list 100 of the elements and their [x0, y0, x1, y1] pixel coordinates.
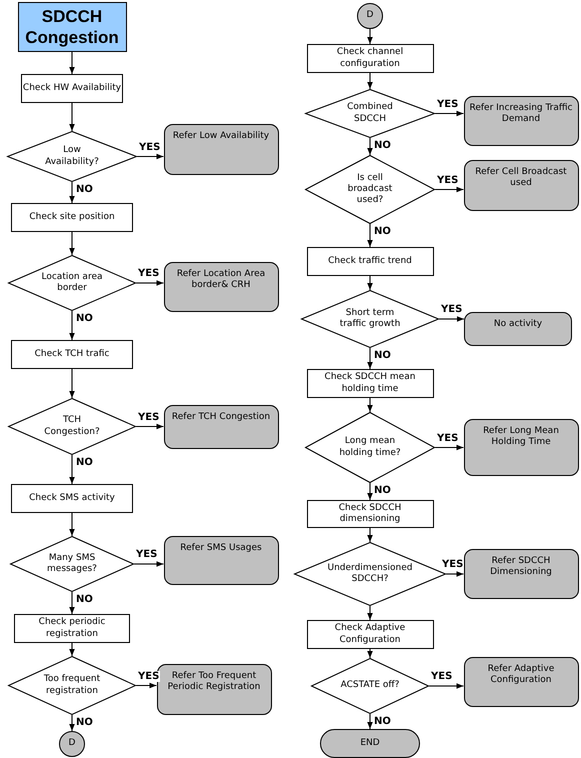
arrow [367, 648, 373, 658]
arrow [434, 186, 464, 192]
process-box [306, 369, 434, 398]
arrow [367, 28, 373, 44]
arrow [136, 682, 157, 688]
process-box [11, 484, 133, 513]
node-text: Check SDCCH mean holding time [324, 372, 416, 395]
arrow [446, 571, 464, 577]
decision-text: Long mean holding time? [338, 436, 402, 459]
result-box [464, 312, 572, 346]
arrow [367, 528, 373, 542]
node-text: Refer Adaptive Configuration [486, 664, 556, 686]
decision-text: Too frequent registration [42, 674, 102, 697]
result-box [464, 160, 578, 211]
node-text: Refer Long Mean Holding Time [482, 426, 560, 448]
arrow [134, 561, 164, 567]
node-text: Refer TCH Congestion [172, 412, 270, 424]
edge-label: YES [436, 98, 460, 110]
edge-label: NO [373, 716, 392, 727]
node-text: Refer SDCCH Dimensioning [489, 556, 553, 578]
edge-label: YES [138, 142, 162, 152]
node-text: Check Adaptive Configuration [334, 623, 406, 646]
result-box [464, 549, 578, 599]
process-box [306, 247, 434, 276]
node-text: Check HW Availability [22, 82, 122, 94]
result-box [156, 664, 272, 715]
process-box [14, 614, 130, 643]
edge-label: NO [75, 717, 94, 728]
result-box [464, 657, 578, 707]
decision-text: ACSTATE off? [340, 680, 400, 692]
connector-circle [357, 3, 383, 29]
node-text: Check site position [29, 212, 115, 224]
node-text: Check SMS activity [29, 492, 115, 504]
edge-label: NO [75, 594, 94, 605]
node-text: END [360, 738, 380, 750]
arrow [367, 714, 373, 730]
node-text: Refer Too Frequent Periodic Registration [166, 671, 262, 694]
edge-label: NO [373, 140, 392, 151]
process-box [306, 500, 434, 528]
node-text: Check SDCCH dimensioning [338, 502, 402, 526]
arrow [428, 683, 464, 689]
edge-label: YES [436, 174, 460, 186]
decision-text: Low Availability? [44, 145, 100, 168]
edge-label: YES [137, 412, 160, 422]
process-box [11, 203, 133, 232]
node-text: Refer Cell Broadcast used [474, 167, 568, 190]
decision-text: Combined SDCCH [346, 102, 394, 125]
edge-label: YES [137, 268, 160, 279]
arrow [434, 444, 464, 450]
edge-label: YES [441, 559, 464, 570]
arrow [69, 714, 75, 732]
result-box [464, 96, 578, 146]
process-box [306, 620, 434, 649]
decision-text: Short term traffic growth [338, 308, 402, 330]
node-text: Check traffic trend [328, 256, 412, 268]
edge-label: NO [373, 485, 392, 496]
arrow [69, 592, 75, 614]
arrow [69, 52, 75, 74]
arrow [367, 276, 373, 290]
arrow [69, 102, 75, 132]
decision-text: Many SMS messages? [46, 552, 98, 576]
arrow [69, 454, 75, 484]
node-text: SDCCH Congestion [24, 6, 120, 48]
decision-text: TCH Congestion? [43, 415, 101, 438]
edge-label: NO [75, 457, 94, 468]
arrow [367, 398, 373, 412]
arrow [69, 182, 75, 204]
decision-text: Location area border [40, 272, 104, 294]
node-text: Check periodic registration [38, 617, 106, 640]
connector-circle [59, 731, 85, 757]
edge-label: NO [75, 184, 94, 195]
process-box [306, 44, 434, 73]
arrow [136, 424, 164, 430]
arrow [69, 310, 75, 340]
arrow [69, 512, 75, 536]
node-text: No activity [494, 319, 542, 330]
process-box [11, 340, 133, 369]
end-terminator [320, 729, 420, 758]
arrow [367, 606, 373, 620]
result-box [164, 124, 278, 175]
arrow [438, 316, 464, 322]
node-text: Refer Increasing Traffic Demand [468, 103, 574, 126]
edge-label: NO [75, 313, 94, 324]
decision-text: Underdimensioned SDCCH? [327, 562, 413, 586]
arrow [367, 348, 373, 370]
arrow [69, 642, 75, 656]
node-text: D [68, 738, 76, 750]
result-box [164, 536, 278, 585]
arrow [69, 368, 75, 398]
process-box [21, 74, 123, 103]
arrow [367, 72, 373, 90]
arrow [136, 280, 164, 286]
result-box [464, 419, 578, 476]
arrow [367, 138, 373, 156]
edge-label: YES [436, 432, 460, 444]
result-box [164, 405, 278, 449]
node-text: Refer Low Availability [172, 131, 270, 142]
node-text: Check TCH trafic [34, 348, 110, 360]
node-text: Check channel configuration [336, 47, 404, 70]
arrow [367, 224, 373, 248]
